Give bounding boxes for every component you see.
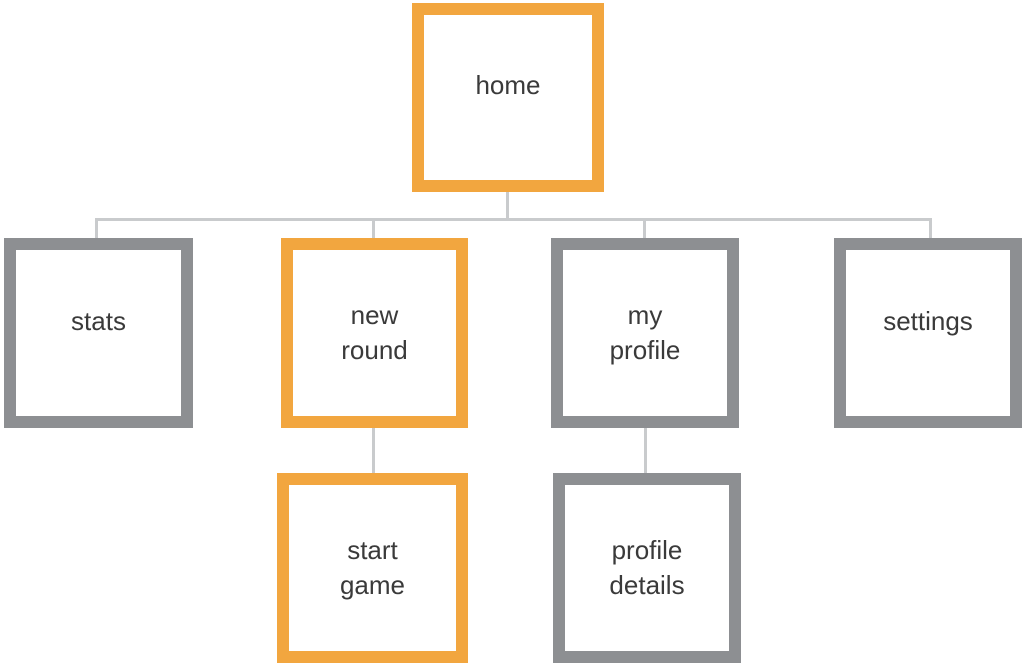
- node-my-profile: my profile: [551, 238, 739, 428]
- connector-horizontal-bus: [95, 218, 932, 221]
- connector-home-riser: [506, 191, 509, 220]
- node-home-label: home: [475, 70, 541, 100]
- connector-stub-settings: [929, 220, 932, 238]
- node-new-round: new round: [281, 238, 468, 428]
- connector-stub-new-round: [372, 220, 375, 238]
- node-new-round-label: new round: [341, 300, 408, 365]
- node-stats-label: stats: [71, 305, 126, 336]
- connector-stub-stats: [95, 220, 98, 238]
- connector-new-round-to-start-game: [372, 428, 375, 473]
- node-profile-details-label: profile details: [609, 535, 685, 600]
- node-stats: stats: [4, 238, 193, 428]
- node-start-game-label: start game: [339, 535, 406, 600]
- node-my-profile-label: my profile: [609, 300, 681, 365]
- connector-my-profile-to-profile-details: [644, 428, 647, 473]
- node-profile-details: profile details: [553, 473, 741, 663]
- node-settings-label: settings: [883, 305, 973, 336]
- node-start-game: start game: [277, 473, 468, 663]
- node-home: home: [412, 3, 604, 192]
- node-settings: settings: [834, 238, 1022, 428]
- connector-stub-my-profile: [643, 220, 646, 238]
